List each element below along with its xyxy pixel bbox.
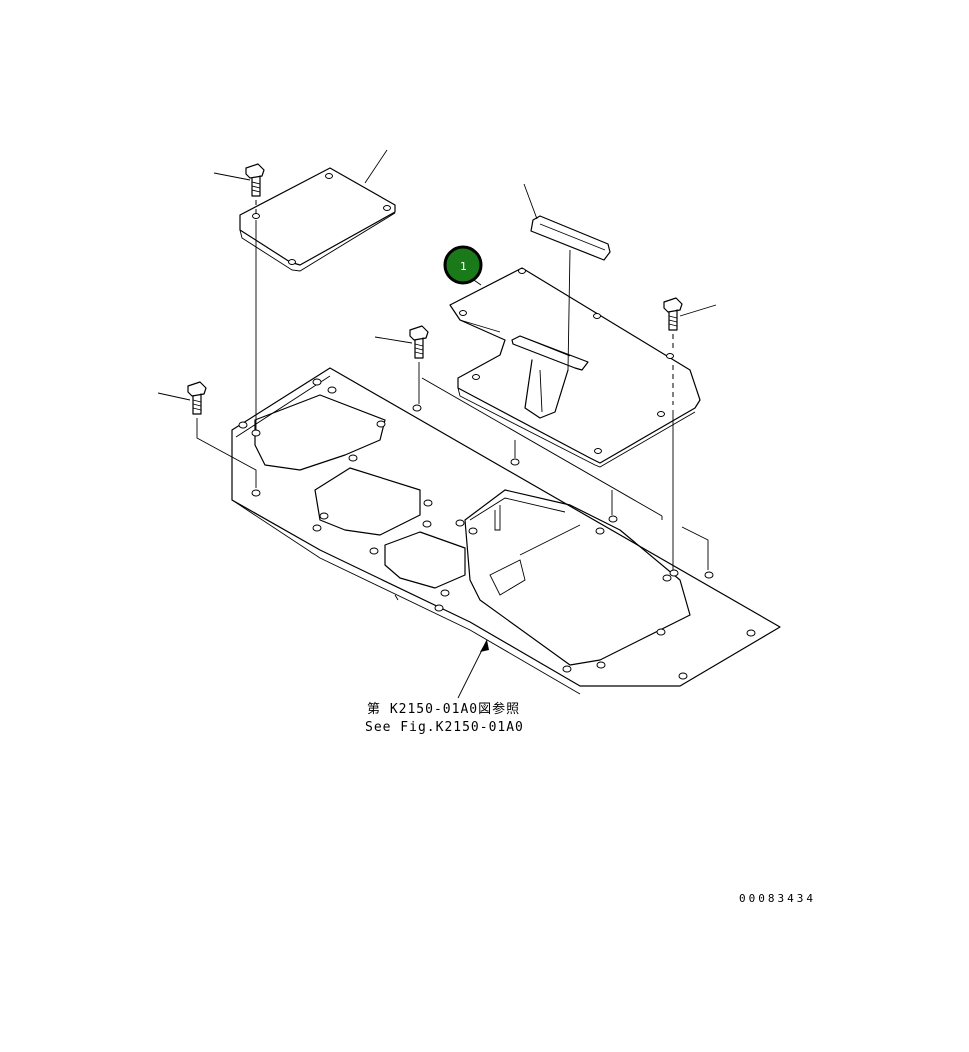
callout-1-number: 1: [460, 260, 467, 273]
reference-note-en: See Fig.K2150-01A0: [365, 720, 524, 735]
callout-1-circle: [443, 245, 483, 285]
base-plate: [231, 367, 781, 695]
bolt-top-left: [213, 163, 265, 430]
bolt-right: [611, 297, 717, 570]
bolt-far-left: [157, 381, 257, 488]
callout-1[interactable]: 1: [443, 245, 483, 285]
reference-arrowhead: [480, 640, 489, 652]
large-cover-part: [447, 249, 701, 468]
figure-code: 00083434: [739, 892, 816, 905]
plate-holes: [238, 378, 756, 680]
small-cover-plate: [239, 149, 396, 272]
bolt-mid-left: [374, 325, 663, 520]
reference-note-jp: 第 K2150-01A0図参照: [367, 701, 520, 717]
gasket-strip: [523, 183, 611, 261]
